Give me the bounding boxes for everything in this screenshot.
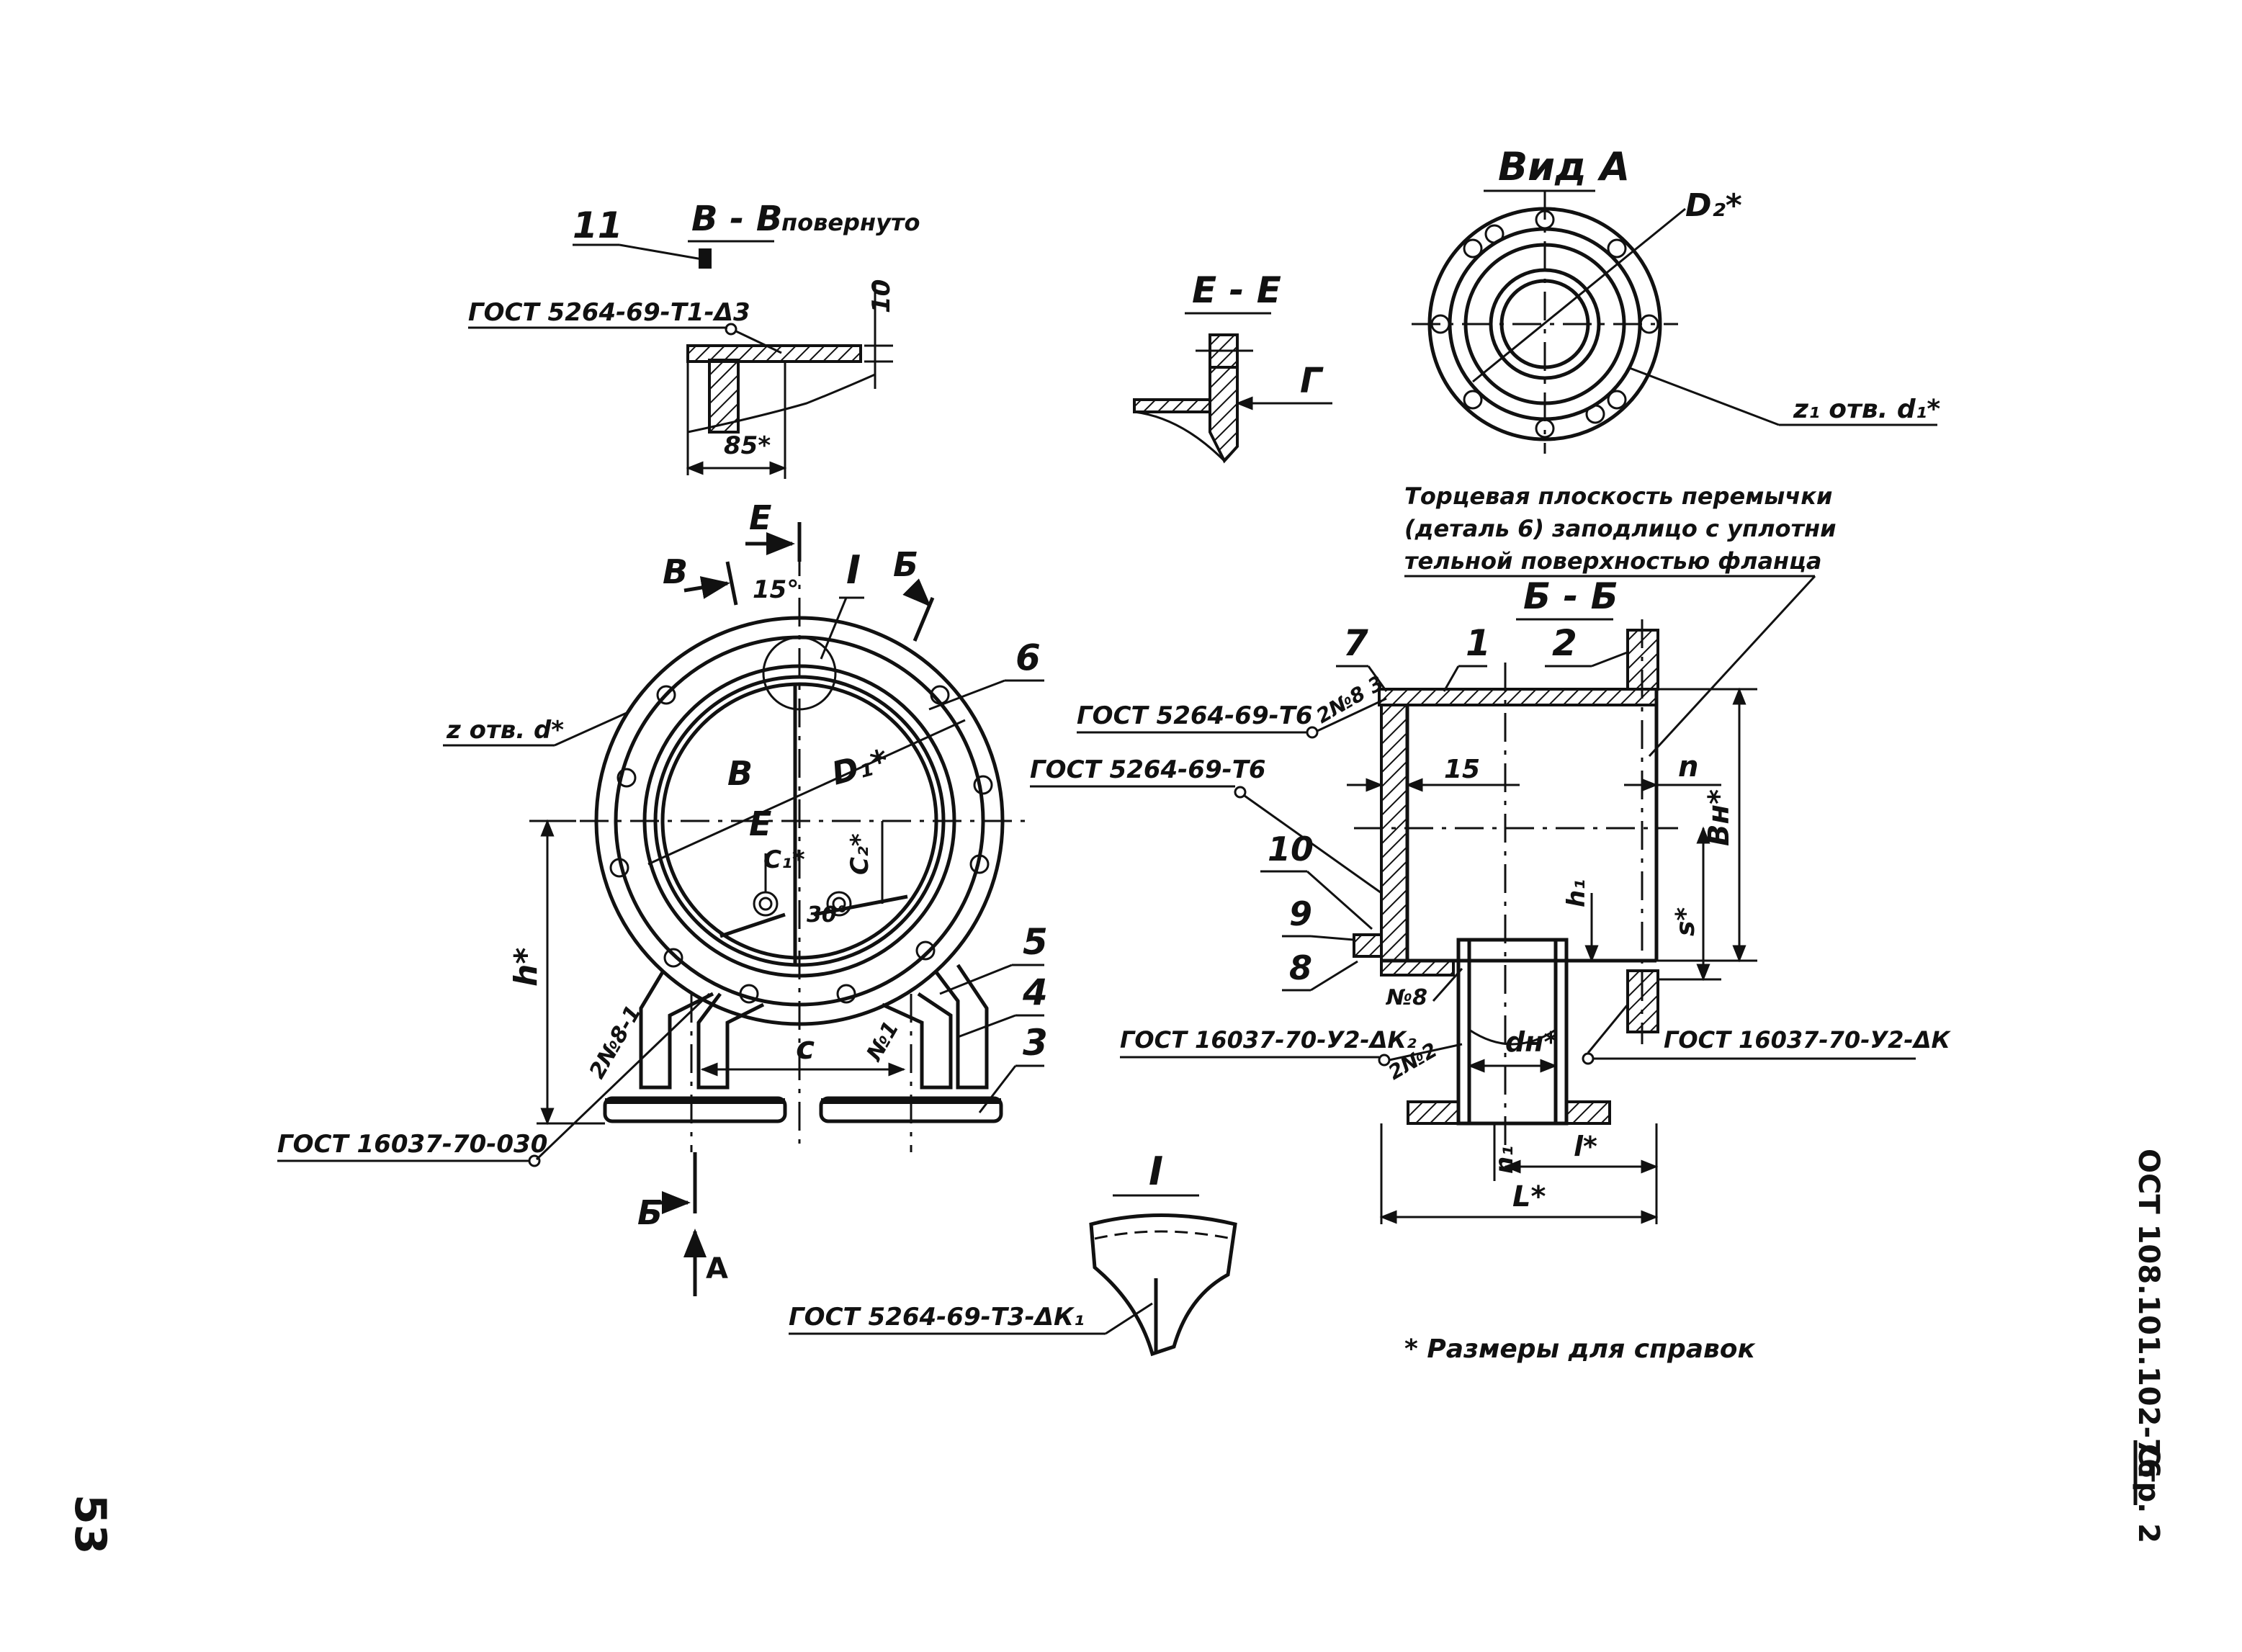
bb-weld-2n83: 2№8 3 (1312, 671, 1388, 729)
bb-weld-n8: №8 (1385, 985, 1427, 1010)
note-line-3: тельной поверхностью фланца (1404, 547, 1821, 575)
bb-dim-h1: h₁ (1562, 879, 1591, 907)
bb-item-1: 1 (1466, 622, 1491, 664)
section-vv-title: В - В (691, 199, 783, 239)
cut-b-top: Б (893, 545, 918, 584)
bb-dim-15: 15 (1444, 755, 1480, 784)
dim-85: 85* (724, 431, 771, 460)
bb-item-2: 2 (1552, 622, 1577, 664)
item-4-label: 4 (1022, 971, 1048, 1013)
section-ee-group: Е - Е Г (1133, 269, 1332, 464)
item-3-label: 3 (1023, 1022, 1048, 1064)
view-a-bolt-holes (1430, 210, 1659, 439)
bb-item-10: 10 (1268, 830, 1314, 868)
bb-gost-u2-b: ГОСТ 16037-70-У2-ΔК (1664, 1026, 1951, 1054)
section-ee-arrow-label: Г (1300, 361, 1324, 401)
bb-item-7: 7 (1343, 622, 1368, 664)
bb-gost-t6-b: ГОСТ 5264-69-Т6 (1030, 755, 1266, 784)
main-bolt-holes (609, 685, 993, 1004)
cut-e-top: Е (749, 498, 771, 537)
cut-v-top: В (663, 552, 688, 591)
item-6-label: 6 (1015, 637, 1041, 678)
c-label: c (796, 1030, 815, 1067)
h-label: h* (508, 948, 544, 987)
bb-dim-L: L* (1512, 1180, 1546, 1213)
gost-o30-label: ГОСТ 16037-70-030 (277, 1130, 547, 1159)
d1-label: D₁* (828, 742, 892, 793)
bb-dim-l: l* (1574, 1131, 1597, 1162)
cut-v-mid: В (727, 754, 753, 793)
note-line-2: (деталь 6) заподлицо с уплотни (1404, 515, 1837, 542)
bb-dim-n1: n₁ (1490, 1146, 1519, 1174)
section-vv-note: повернуто (781, 209, 920, 236)
section-ee-title: Е - Е (1192, 269, 1281, 311)
section-vv-group: В - В повернуто 11 ГОСТ 5264-69-Т1-Δ3 10… (468, 199, 920, 479)
bb-dim-bh: Bн* (1703, 789, 1736, 846)
page-number: 53 (65, 1494, 115, 1555)
bb-gost-u2-a: ГОСТ 16037-70-У2-ΔК₂ (1120, 1026, 1417, 1054)
view-a-holes: z₁ отв. d₁* (1793, 395, 1940, 424)
main-holes-label: z отв. d* (446, 716, 564, 745)
section-bb-title: Б - Б (1523, 575, 1618, 617)
cut-e-mid: Е (749, 804, 771, 843)
dim-10: 10 (867, 279, 896, 313)
item-5-label: 5 (1023, 921, 1048, 963)
end-plane-note: Торцевая плоскость перемычки (деталь 6) … (1404, 482, 1837, 758)
bb-dim-s: s* (1671, 907, 1700, 936)
angle-15: 15° (753, 575, 799, 604)
weld-n1: №1 (861, 1017, 905, 1067)
view-a-d2: D₂* (1685, 187, 1742, 224)
view-a-title: Вид А (1498, 144, 1630, 189)
note-line-1: Торцевая плоскость перемычки (1404, 482, 1832, 510)
bb-item-9: 9 (1289, 894, 1312, 933)
footnote: * Размеры для справок (1404, 1334, 1757, 1364)
cut-b-bottom: Б (637, 1193, 663, 1232)
c2-label: C₂* (846, 833, 874, 875)
angle-30: 30° (807, 902, 848, 928)
detail-I-group: I ГОСТ 5264-69-Т3-ΔК₁ (789, 1149, 1237, 1357)
side-header-page: Стр. 2 (2132, 1444, 2165, 1543)
bb-dim-dh: dн* (1505, 1026, 1558, 1058)
side-header-doc: ОСТ 108.101.102-76 (2132, 1149, 2165, 1478)
detail-I-gost: ГОСТ 5264-69-Т3-ΔК₁ (789, 1303, 1085, 1332)
bb-item-8: 8 (1289, 948, 1312, 987)
bb-dim-n: n (1678, 750, 1698, 784)
weld-2n81: 2№8-1 (585, 1001, 647, 1083)
view-a-arrow-label: А (706, 1252, 728, 1285)
item-I-label: I (846, 547, 861, 593)
item-11-label: 11 (573, 205, 623, 246)
section-bb-group: Б - Б 7 1 2 ГОСТ 5264-69-Т6 (1030, 575, 1951, 1224)
gost-t1-label: ГОСТ 5264-69-Т1-Δ3 (468, 298, 750, 327)
bb-gost-t6-a: ГОСТ 5264-69-Т6 (1077, 701, 1313, 730)
view-a-group: Вид А D₂* z₁ отв. d₁* (1412, 144, 1940, 454)
c1-label: C₁* (763, 845, 805, 874)
main-view-group: Е В 15° I Б (277, 498, 1048, 1296)
detail-I-title: I (1149, 1149, 1163, 1194)
